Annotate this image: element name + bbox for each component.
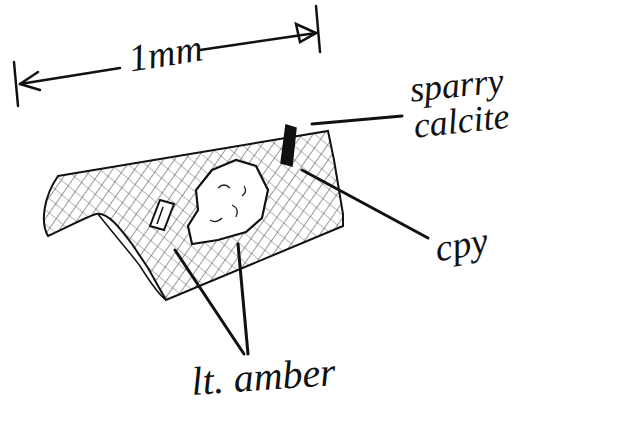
mineral-label: sparry calcite [408,56,565,143]
scale-bar [14,6,320,106]
mineral-label: cpy [432,221,491,268]
leader-lines [175,116,428,354]
dimension-label: 1mm [126,28,205,77]
sample-fragment [44,125,343,300]
mineral-label: lt. amber [190,352,337,402]
